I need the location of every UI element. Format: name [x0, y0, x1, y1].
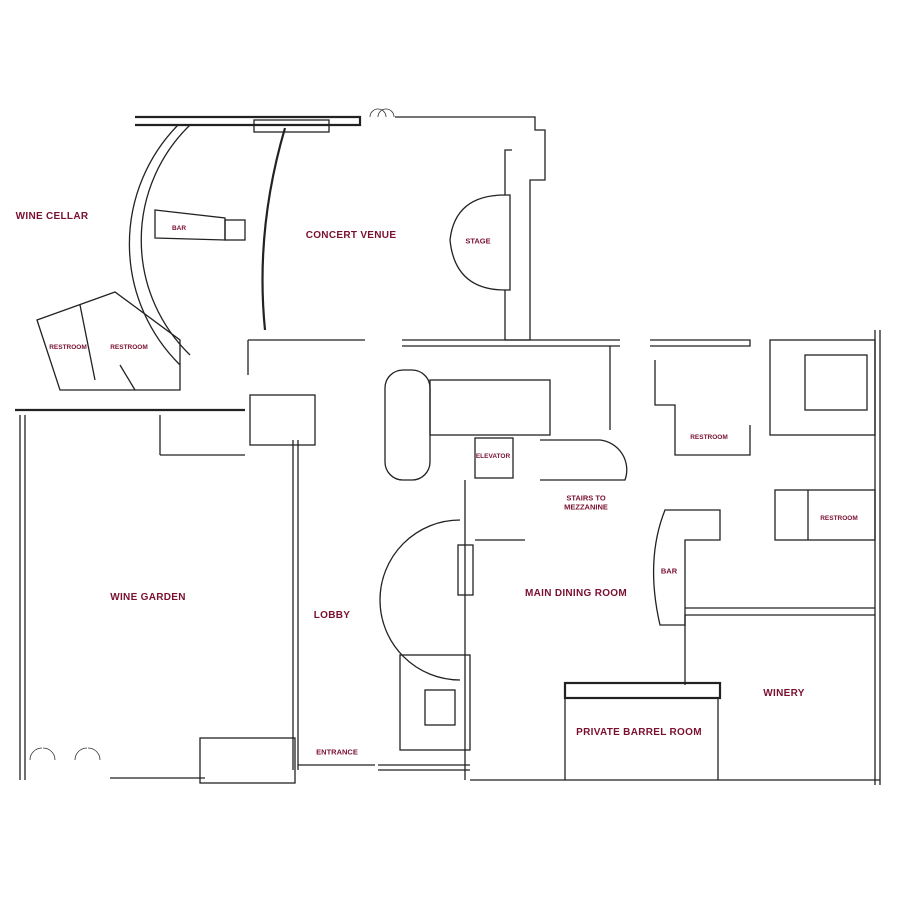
room-label-lobby: LOBBY: [313, 609, 351, 621]
stairs-label-line2: MEZZANINE: [564, 503, 608, 512]
room-label-main-dining-room: MAIN DINING ROOM: [524, 587, 628, 599]
room-label-wine-garden: WINE GARDEN: [110, 591, 186, 603]
room-label-elevator: ELEVATOR: [475, 452, 511, 460]
room-label-restroom: RESTROOM: [690, 433, 728, 441]
room-label-entrance: ENTRANCE: [316, 747, 358, 757]
left-restroom-walls: [36, 291, 181, 391]
room-label-restroom: RESTROOM: [110, 343, 148, 351]
core-walls: [384, 346, 628, 780]
room-label-wine-cellar: WINE CELLAR: [15, 210, 89, 222]
stairs-label-line1: STAIRS TO: [566, 493, 606, 503]
elevator-shaft: [474, 437, 514, 479]
room-label-winery: WINERY: [763, 687, 805, 699]
barrel-rack: [563, 681, 722, 700]
concert-venue-walls: [128, 108, 620, 375]
wine-garden-walls: [15, 408, 296, 784]
room-label-bar-dining: BAR: [660, 566, 678, 576]
room-label-stage: STAGE: [465, 236, 491, 246]
room-label-bar-cellar: BAR: [171, 224, 187, 232]
room-label-private-barrel-room: PRIVATE BARREL ROOM: [576, 726, 702, 738]
room-label-concert-venue: CONCERT VENUE: [305, 229, 397, 241]
lobby-walls: [249, 394, 471, 771]
room-label-restroom: RESTROOM: [49, 343, 87, 351]
room-label-restroom: RESTROOM: [820, 514, 858, 522]
right-side-walls: [470, 330, 881, 785]
